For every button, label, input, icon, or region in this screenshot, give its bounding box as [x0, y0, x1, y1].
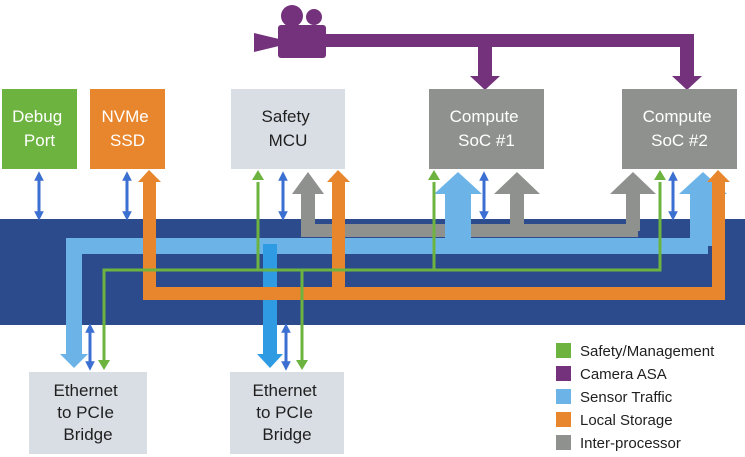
compute-soc2-line2: SoC #2	[651, 131, 708, 150]
compute-soc1-line1: Compute	[450, 107, 519, 126]
ethernet-bridge2-box: Ethernet to PCIe Bridge	[230, 372, 344, 454]
compute-soc2-line1: Compute	[643, 107, 712, 126]
control-links	[34, 171, 678, 371]
svg-text:Safety MCU: Safety MCU	[262, 107, 315, 150]
svg-text:Compute SoC #1: Compute SoC #1	[450, 107, 524, 150]
sensor-traffic-links	[60, 172, 727, 368]
safety-mcu-box: Safety MCU	[231, 89, 345, 169]
safety-arrowheads	[98, 170, 666, 370]
legend-swatch-interproc	[556, 435, 571, 450]
legend-swatch-camera	[556, 366, 571, 381]
bridge1-line3: Bridge	[63, 425, 112, 444]
legend: Safety/Management Camera ASA Sensor Traf…	[556, 343, 715, 452]
debug-port-line1: Debug	[12, 107, 62, 126]
safety-mcu-line1: Safety	[262, 107, 311, 126]
svg-text:Compute SoC #2: Compute SoC #2	[643, 107, 717, 150]
compute-soc2-box: Compute SoC #2	[622, 89, 737, 169]
compute-soc1-box: Compute SoC #1	[429, 89, 544, 169]
compute-soc1-line2: SoC #1	[458, 131, 515, 150]
svg-text:Debug Port: Debug Port	[12, 107, 67, 150]
legend-label-sensor: Sensor Traffic	[580, 389, 673, 406]
bridge2-line1: Ethernet	[253, 381, 318, 400]
bridge1-line1: Ethernet	[54, 381, 119, 400]
legend-label-storage: Local Storage	[580, 412, 673, 429]
legend-label-camera: Camera ASA	[580, 366, 667, 383]
nvme-ssd-line2: SSD	[110, 131, 145, 150]
debug-port-box: Debug Port	[2, 89, 77, 169]
svg-text:Ethernet to PCIe B: Ethernet to PCIe Bridge	[253, 381, 322, 444]
svg-text:Ethernet to PCIe B: Ethernet to PCIe Bridge	[54, 381, 123, 444]
legend-label-interproc: Inter-processor	[580, 435, 681, 452]
debug-port-line2: Port	[24, 131, 55, 150]
safety-mcu-line2: MCU	[269, 131, 308, 150]
bridge2-line3: Bridge	[262, 425, 311, 444]
bridge2-line2: to PCIe	[256, 403, 313, 422]
legend-label-safety: Safety/Management	[580, 343, 715, 360]
legend-swatch-storage	[556, 412, 571, 427]
svg-text:NVMe SSD: NVMe SSD	[102, 107, 154, 150]
video-camera-icon	[254, 5, 326, 58]
camera-asa-links	[322, 34, 702, 90]
legend-swatch-safety	[556, 343, 571, 358]
ethernet-bridge1-box: Ethernet to PCIe Bridge	[29, 372, 147, 454]
legend-swatch-sensor	[556, 389, 571, 404]
bridge1-line2: to PCIe	[57, 403, 114, 422]
safety-management-links	[102, 182, 662, 362]
nvme-ssd-box: NVMe SSD	[90, 89, 165, 169]
nvme-ssd-line1: NVMe	[102, 107, 149, 126]
